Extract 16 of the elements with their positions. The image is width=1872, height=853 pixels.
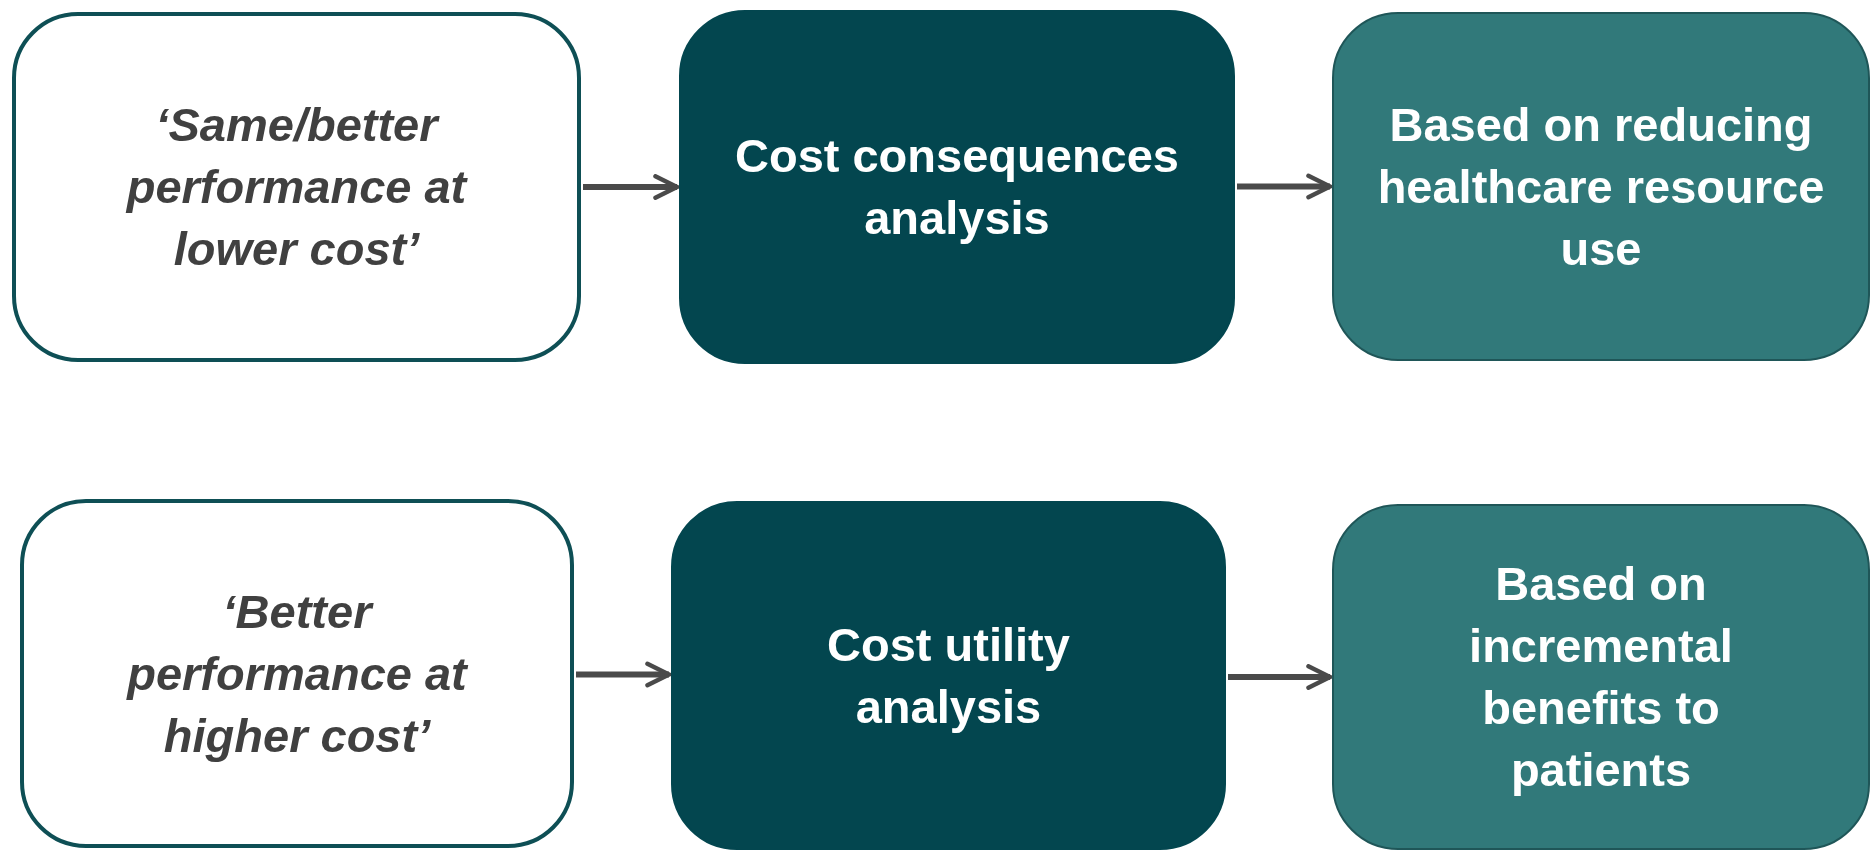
arrow <box>1228 664 1333 690</box>
outlined-box <box>20 499 574 848</box>
box-text: Cost utility analysis <box>826 616 1071 735</box>
box-text: ‘Better performance at higher cost’ <box>125 583 470 764</box>
result-box <box>1332 12 1870 361</box>
arrow <box>583 174 680 200</box>
arrow <box>1237 173 1333 200</box>
outlined-box <box>12 12 581 362</box>
box-text: Based on incremental benefits to patients <box>1468 556 1734 798</box>
box-text: Cost consequences analysis <box>734 128 1180 246</box>
result-box <box>1332 504 1870 850</box>
box-text: ‘Same/better performance at lower cost’ <box>124 97 469 277</box>
box-text: Based on reducing healthcare resource use <box>1376 96 1826 277</box>
arrow <box>576 661 672 688</box>
process-box <box>679 10 1235 364</box>
process-box <box>671 501 1226 850</box>
